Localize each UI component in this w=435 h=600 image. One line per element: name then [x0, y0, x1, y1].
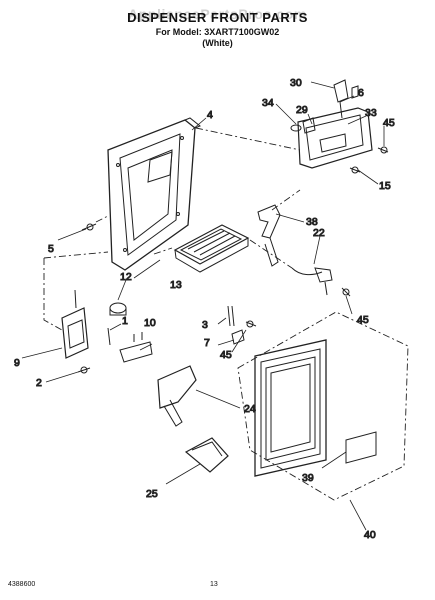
- part-10-lever-assembly[interactable]: [119, 332, 153, 363]
- callout-2: 2: [36, 377, 42, 389]
- part-1-spring[interactable]: [107, 327, 111, 346]
- callout-4: 4: [207, 109, 213, 121]
- callout-6: 6: [358, 87, 364, 99]
- callout-25: 25: [146, 488, 158, 500]
- part-24-lever[interactable]: [157, 365, 197, 427]
- callout-labels: 30 6 34 29 33 45 4 15 5 38 22 12 13 1 10…: [14, 77, 396, 542]
- model-line: For Model: 3XART7100GW02: [155, 27, 280, 37]
- part-33-switch-housing[interactable]: [297, 79, 373, 169]
- part-7-part[interactable]: [231, 329, 245, 345]
- part-12-solenoid[interactable]: [109, 302, 127, 316]
- part-38-lever-bracket[interactable]: [257, 204, 281, 267]
- callout-38: 38: [306, 216, 318, 228]
- callout-45-lower: 45: [357, 314, 369, 326]
- callout-5: 5: [48, 243, 54, 255]
- callout-30: 30: [290, 77, 302, 89]
- leader-lines: [21, 81, 385, 531]
- part-45-screw-right[interactable]: [377, 146, 389, 154]
- callout-22: 22: [313, 227, 325, 239]
- part-22-actuator-arm[interactable]: [291, 267, 333, 296]
- callout-12: 12: [120, 271, 132, 283]
- watermark: AppliancePartsPros.com: [128, 6, 307, 22]
- callout-7: 7: [204, 337, 210, 349]
- callout-33: 33: [365, 107, 377, 119]
- callout-10: 10: [144, 317, 156, 329]
- callout-34: 34: [262, 97, 274, 109]
- part-2-screw[interactable]: [77, 366, 91, 374]
- color-line: (White): [202, 38, 233, 48]
- callout-9: 9: [14, 357, 20, 369]
- part-34-lamp[interactable]: [290, 124, 302, 132]
- part-4-housing-frame[interactable]: [107, 117, 201, 271]
- part-3-part[interactable]: [227, 305, 235, 327]
- part-6-clip[interactable]: [351, 85, 359, 99]
- callout-39: 39: [302, 472, 314, 484]
- document-number: 4388600: [8, 581, 36, 588]
- part-5-screw[interactable]: [81, 223, 97, 231]
- part-45-screw-lower[interactable]: [341, 287, 351, 297]
- part-45-screw-center[interactable]: [245, 320, 257, 328]
- page-number: 13: [210, 581, 218, 588]
- callout-15: 15: [379, 180, 391, 192]
- assembly-outline: [43, 127, 409, 501]
- callout-40: 40: [364, 529, 376, 541]
- callout-24: 24: [244, 403, 256, 415]
- callout-45-center: 45: [220, 349, 232, 361]
- part-9-switch-block[interactable]: [61, 289, 89, 359]
- part-13-drip-tray[interactable]: [173, 224, 250, 273]
- callout-3: 3: [202, 319, 208, 331]
- part-25-cup-guide[interactable]: [184, 437, 229, 473]
- part-39-label[interactable]: [345, 431, 377, 464]
- callout-29: 29: [296, 104, 308, 116]
- callout-45-top: 45: [383, 117, 395, 129]
- part-40-front-panel[interactable]: [254, 339, 327, 477]
- part-29-switch[interactable]: [302, 117, 316, 134]
- callout-13: 13: [170, 279, 182, 291]
- page-title: DISPENSER FRONT PARTS: [127, 10, 308, 25]
- callout-1: 1: [122, 315, 128, 327]
